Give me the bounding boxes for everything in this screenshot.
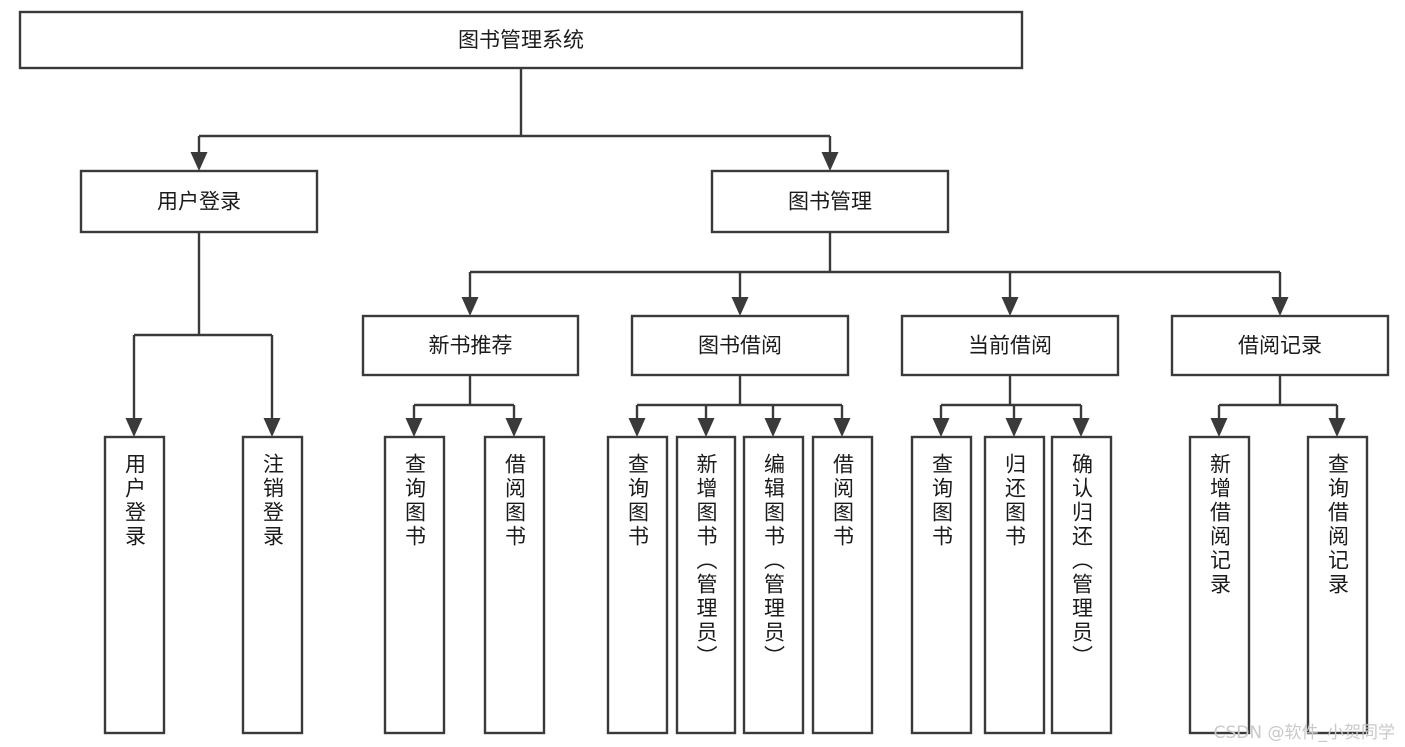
node-box[interactable] (910, 435, 973, 735)
node-book-borrow[interactable]: 图书借阅 (630, 314, 850, 377)
node-borrow-record[interactable]: 借阅记录 (1170, 314, 1390, 377)
connector-book-borrow (628, 375, 851, 437)
connector-new-book-rec (405, 375, 523, 437)
connector-current-borrow (932, 375, 1090, 437)
node-box[interactable] (361, 314, 580, 377)
arrow-head-icon (405, 418, 423, 437)
node-leaf-edit-book[interactable]: 编辑图书（管理员） (742, 435, 805, 735)
node-label: 图书管理 (788, 190, 872, 214)
node-box[interactable] (1170, 314, 1390, 377)
node-label: 编辑图书（管理员） (762, 453, 786, 669)
node-label: 用户登录 (123, 453, 147, 549)
arrow-head-icon (505, 418, 523, 437)
node-root[interactable]: 图书管理系统 (18, 10, 1024, 70)
node-label: 注销登录 (261, 453, 285, 549)
node-label: 新书推荐 (429, 334, 513, 358)
node-label: 借阅图书 (503, 453, 527, 549)
node-box[interactable] (1050, 435, 1113, 735)
node-box[interactable] (79, 169, 319, 234)
node-leaf-user-login[interactable]: 用户登录 (103, 435, 166, 735)
node-box[interactable] (675, 435, 737, 735)
arrow-head-icon (125, 418, 143, 437)
node-leaf-return-book[interactable]: 归还图书 (983, 435, 1046, 735)
arrow-head-icon (764, 418, 782, 437)
watermark-label: CSDN @软件_小贺同学 (1213, 723, 1395, 743)
arrow-head-icon (1271, 297, 1289, 316)
node-leaf-query-book-b[interactable]: 查询图书 (606, 435, 669, 735)
node-user-login[interactable]: 用户登录 (79, 169, 319, 234)
node-label: 借阅记录 (1238, 334, 1322, 358)
arrow-head-icon (628, 418, 646, 437)
nodes-layer: 图书管理系统用户登录图书管理新书推荐图书借阅当前借阅借阅记录用户登录注销登录查询… (18, 10, 1390, 735)
arrow-head-icon (1001, 297, 1019, 316)
node-box[interactable] (103, 435, 166, 735)
node-box[interactable] (710, 169, 950, 234)
connector-user-login (125, 232, 281, 437)
node-label: 图书借阅 (698, 334, 782, 358)
arrow-head-icon (1005, 418, 1023, 437)
node-label: 新增借阅记录 (1208, 453, 1232, 597)
arrow-head-icon (1328, 418, 1346, 437)
node-label: 查询图书 (626, 453, 650, 549)
node-box[interactable] (742, 435, 805, 735)
connector-root (190, 68, 839, 171)
node-leaf-user-logout[interactable]: 注销登录 (241, 435, 304, 735)
node-label: 新增图书（管理员） (694, 453, 718, 669)
arrow-head-icon (833, 418, 851, 437)
node-box[interactable] (18, 10, 1024, 70)
arrow-head-icon (461, 297, 479, 316)
node-label: 借阅图书 (831, 453, 855, 549)
node-leaf-borrow-book-rec[interactable]: 借阅图书 (483, 435, 546, 735)
node-leaf-query-book-c[interactable]: 查询图书 (910, 435, 973, 735)
node-current-borrow[interactable]: 当前借阅 (900, 314, 1120, 377)
node-leaf-borrow-book-b[interactable]: 借阅图书 (811, 435, 874, 735)
node-box[interactable] (483, 435, 546, 735)
node-label: 归还图书 (1003, 453, 1027, 549)
node-label: 当前借阅 (968, 334, 1052, 358)
arrow-head-icon (731, 297, 749, 316)
node-box[interactable] (630, 314, 850, 377)
node-leaf-query-book-rec[interactable]: 查询图书 (383, 435, 446, 735)
node-label: 查询图书 (930, 453, 954, 549)
node-box[interactable] (1306, 435, 1369, 735)
node-label: 用户登录 (157, 190, 241, 214)
node-box[interactable] (383, 435, 446, 735)
node-book-manage[interactable]: 图书管理 (710, 169, 950, 234)
arrow-head-icon (821, 152, 839, 171)
arrow-head-icon (697, 418, 715, 437)
arrow-head-icon (190, 152, 208, 171)
arrow-head-icon (932, 418, 950, 437)
node-leaf-add-record[interactable]: 新增借阅记录 (1188, 435, 1251, 735)
node-label: 图书管理系统 (458, 28, 584, 52)
node-label: 查询图书 (403, 453, 427, 549)
connector-borrow-record (1210, 375, 1346, 437)
arrow-head-icon (263, 418, 281, 437)
node-new-book-rec[interactable]: 新书推荐 (361, 314, 580, 377)
connectors-layer (125, 68, 1346, 437)
arrow-head-icon (1210, 418, 1228, 437)
arrow-head-icon (1072, 418, 1090, 437)
node-label: 查询借阅记录 (1326, 453, 1350, 597)
node-box[interactable] (1188, 435, 1251, 735)
node-box[interactable] (811, 435, 874, 735)
node-leaf-add-book[interactable]: 新增图书（管理员） (675, 435, 737, 735)
node-box[interactable] (983, 435, 1046, 735)
connector-book-manage (461, 232, 1289, 316)
node-leaf-query-record[interactable]: 查询借阅记录 (1306, 435, 1369, 735)
node-box[interactable] (900, 314, 1120, 377)
node-label: 确认归还（管理员） (1070, 453, 1094, 669)
node-leaf-confirm-return[interactable]: 确认归还（管理员） (1050, 435, 1113, 735)
node-box[interactable] (606, 435, 669, 735)
node-box[interactable] (241, 435, 304, 735)
